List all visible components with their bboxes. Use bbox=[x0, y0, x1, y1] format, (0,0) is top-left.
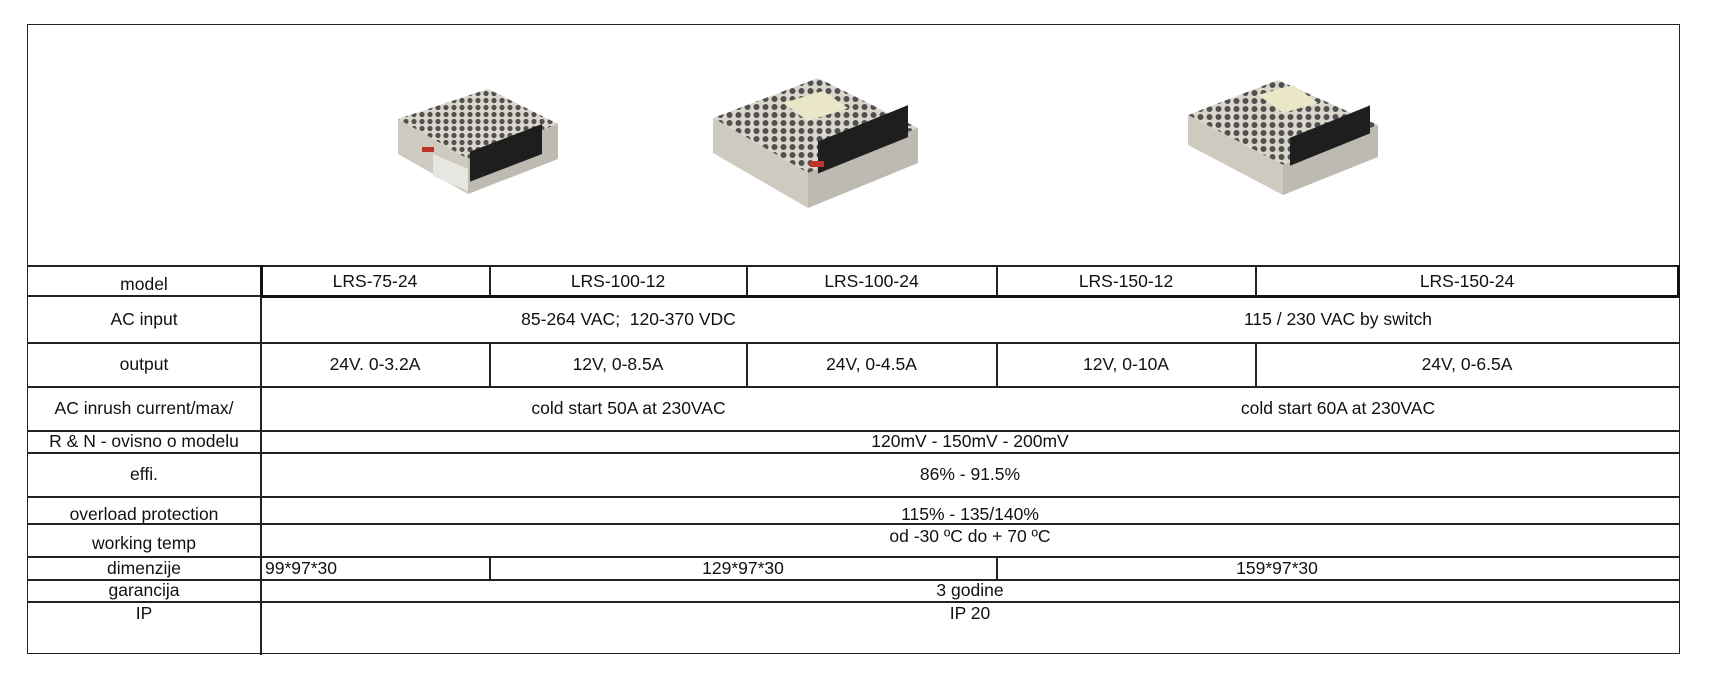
label-output: output bbox=[119, 354, 169, 374]
label-efficiency: effi. bbox=[130, 464, 158, 484]
output-lrs-100-24: 24V, 0-4.5A bbox=[826, 354, 917, 374]
psu-image-lrs-75 bbox=[398, 89, 558, 194]
model-lrs-100-24: LRS-100-24 bbox=[824, 270, 919, 291]
working-temp-value: od -30 ºC do + 70 ºC bbox=[889, 525, 1051, 546]
psu-image-lrs-100 bbox=[713, 78, 918, 208]
spec-table: model LRS-75-24 LRS-100-12 LRS-100-24 LR… bbox=[27, 24, 1680, 655]
label-overload-protection: overload protection bbox=[69, 503, 219, 524]
label-inrush-current: AC inrush current/max/ bbox=[54, 398, 234, 418]
warranty-value: 3 godine bbox=[936, 580, 1004, 600]
model-lrs-150-24: LRS-150-24 bbox=[1419, 270, 1515, 291]
label-dimensions: dimenzije bbox=[107, 557, 181, 578]
output-lrs-150-24: 24V, 0-6.5A bbox=[1421, 354, 1513, 374]
psu-image-lrs-150 bbox=[1188, 80, 1378, 195]
dimensions-lrs150: 159*97*30 bbox=[1236, 557, 1318, 578]
ac-input-lrs75-100: 85-264 VAC; 120-370 VDC bbox=[521, 309, 736, 329]
model-lrs-150-12: LRS-150-12 bbox=[1078, 270, 1174, 291]
label-model: model bbox=[120, 273, 168, 294]
dimensions-lrs100: 129*97*30 bbox=[702, 557, 784, 578]
output-lrs-150-12: 12V, 0-10A bbox=[1083, 354, 1169, 374]
output-lrs-75-24: 24V. 0-3.2A bbox=[329, 354, 421, 374]
ac-input-lrs150: 115 / 230 VAC by switch bbox=[1243, 309, 1433, 329]
label-ip: IP bbox=[135, 603, 153, 623]
label-warranty: garancija bbox=[108, 580, 180, 600]
inrush-lrs75-100: cold start 50A at 230VAC bbox=[531, 398, 726, 418]
ip-value: IP 20 bbox=[949, 603, 991, 623]
label-working-temp: working temp bbox=[91, 532, 197, 553]
efficiency-value: 86% - 91.5% bbox=[919, 464, 1021, 484]
output-lrs-100-12: 12V, 0-8.5A bbox=[572, 354, 664, 374]
model-lrs-75-24: LRS-75-24 bbox=[332, 270, 418, 291]
label-ac-input: AC input bbox=[110, 309, 178, 329]
ripple-noise-value: 120mV - 150mV - 200mV bbox=[871, 431, 1069, 451]
inrush-lrs150: cold start 60A at 230VAC bbox=[1240, 398, 1436, 418]
overload-value: 115% - 135/140% bbox=[901, 503, 1039, 524]
dimensions-lrs75: 99*97*30 bbox=[265, 557, 338, 578]
label-ripple-noise: R & N - ovisno o modelu bbox=[49, 431, 239, 451]
model-lrs-100-12: LRS-100-12 bbox=[570, 270, 666, 291]
